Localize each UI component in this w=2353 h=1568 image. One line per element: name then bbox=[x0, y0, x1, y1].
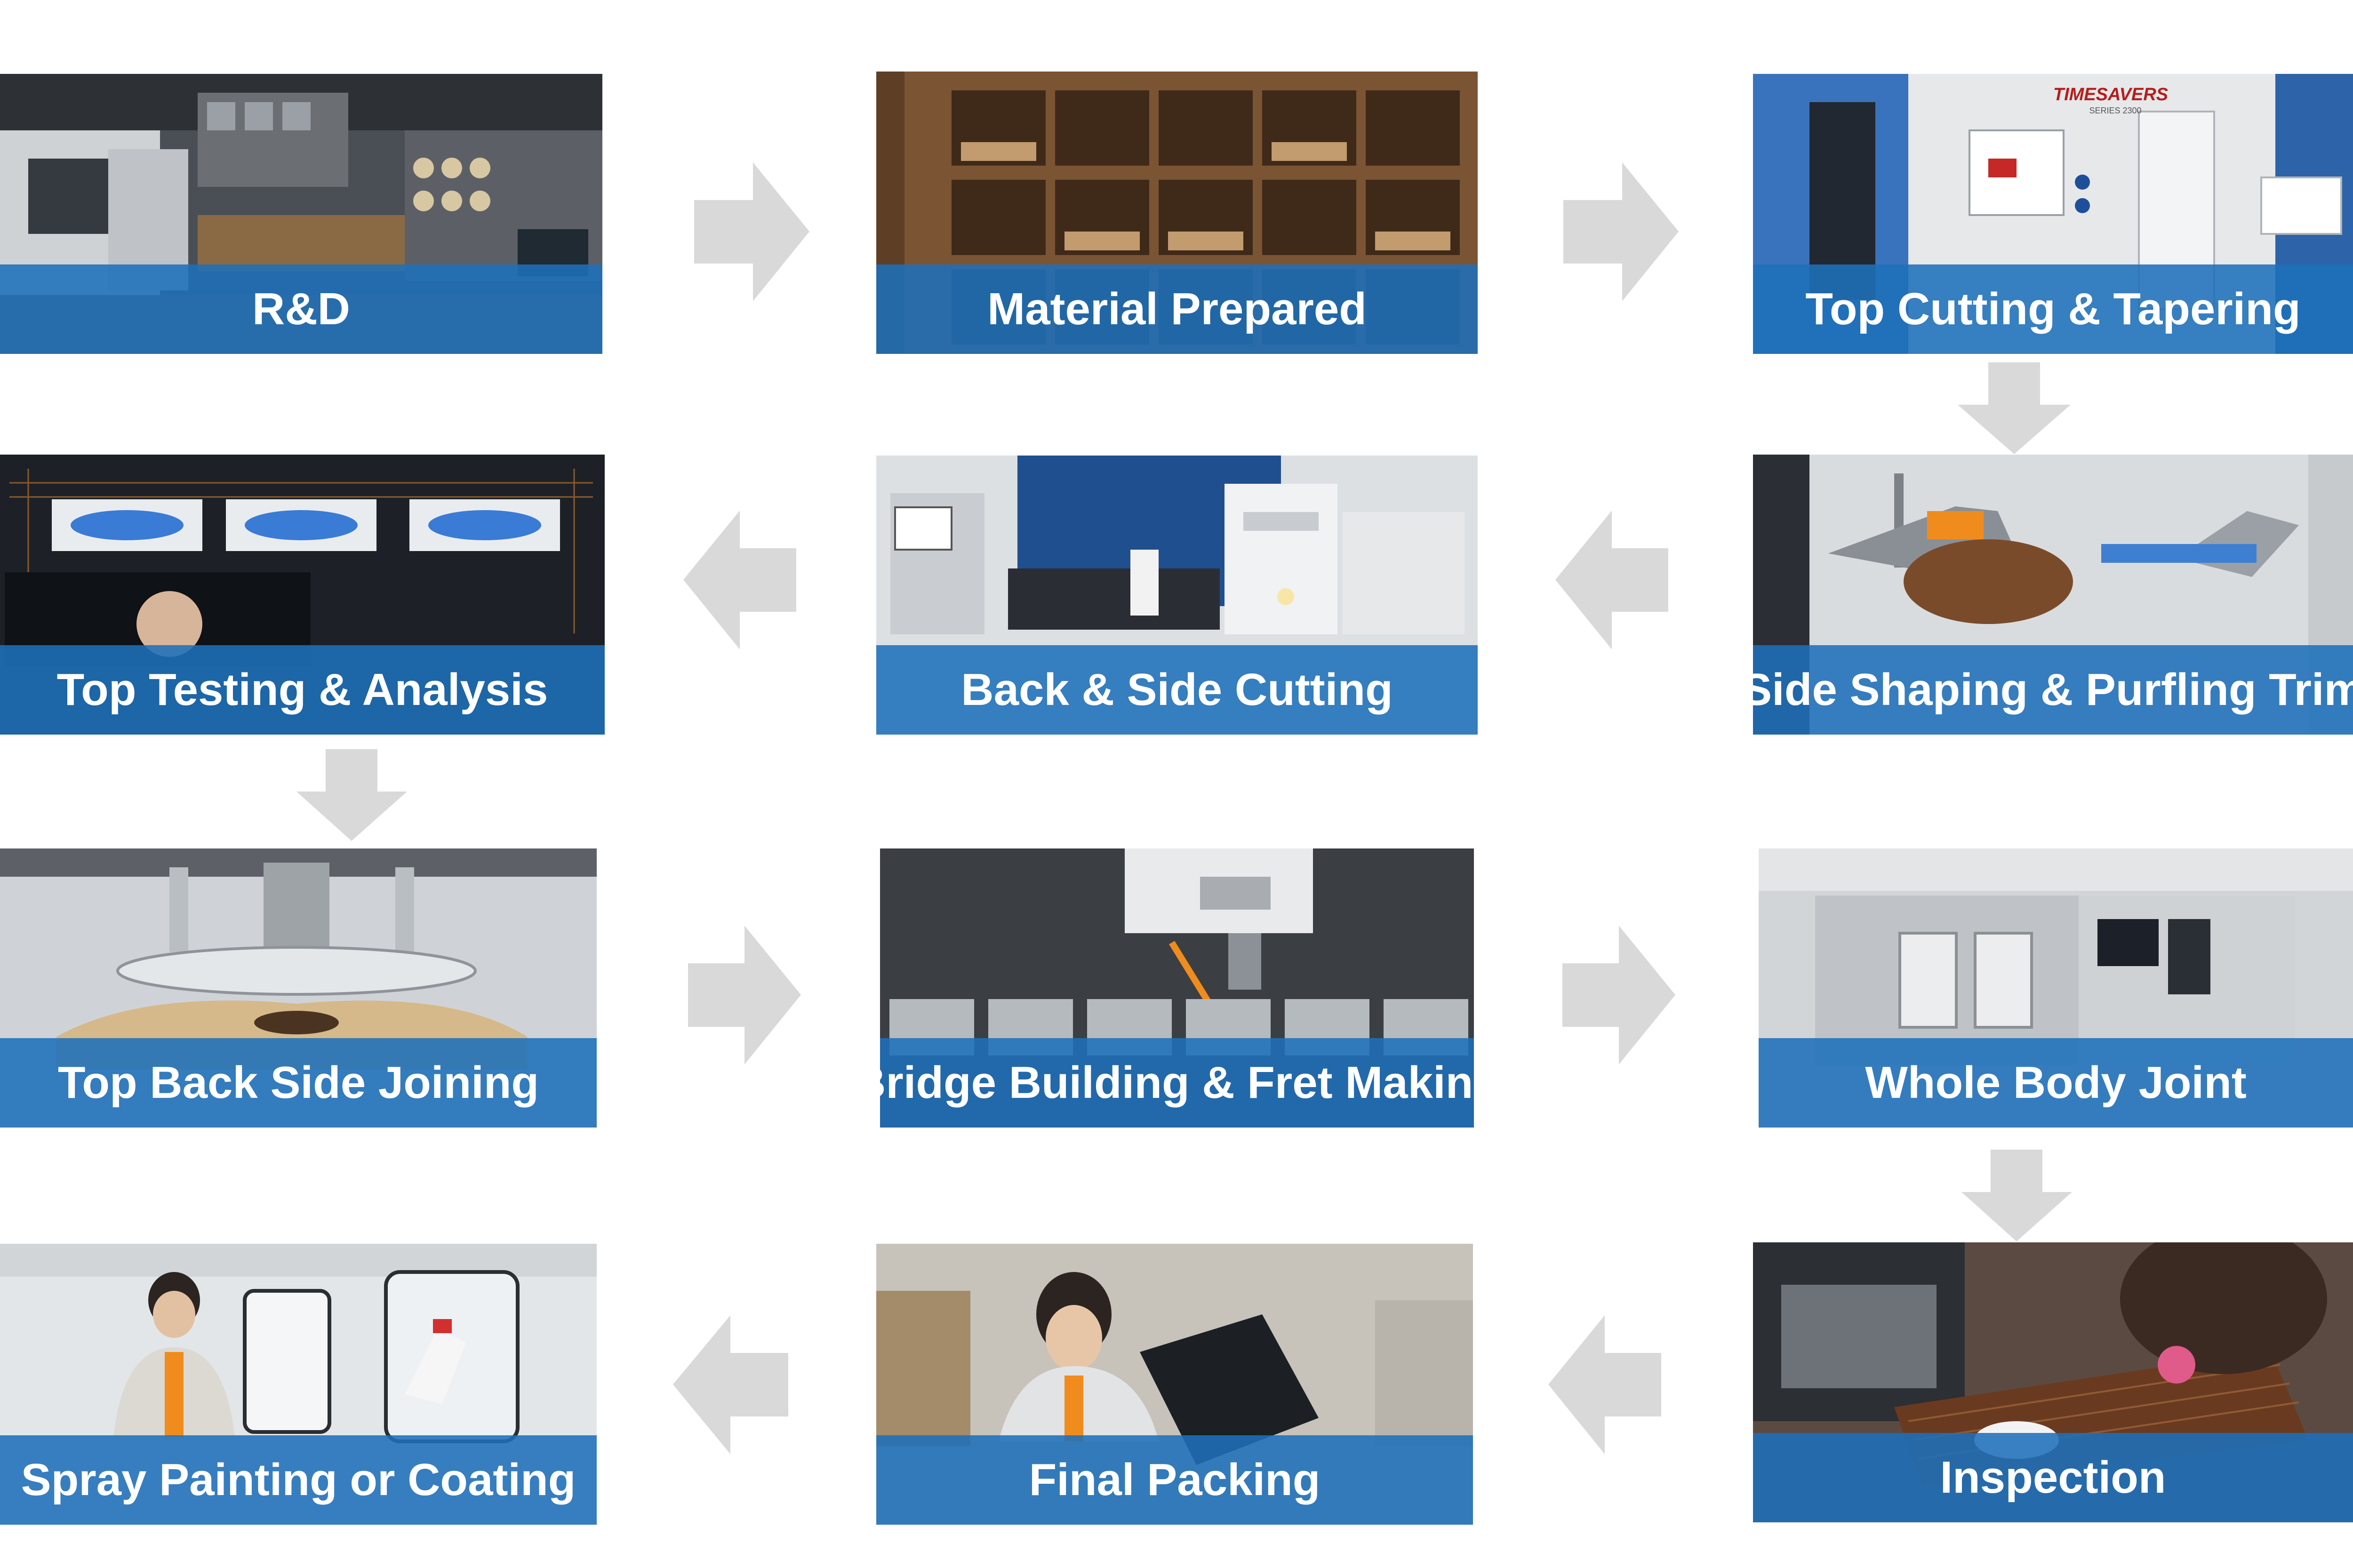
arrow-left-icon bbox=[1548, 1315, 1661, 1454]
machine-series-text: SERIES 2300 bbox=[2089, 106, 2141, 115]
caption-bar: Inspection bbox=[1753, 1433, 2353, 1522]
step-card-top-cutting-tapering: TIMESAVERS SERIES 2300 Top Cutting & Tap… bbox=[1753, 74, 2353, 354]
caption-bar: Top Back Side Joining bbox=[0, 1038, 597, 1128]
step-card-inspection: Inspection bbox=[1753, 1242, 2353, 1522]
step-label: Spray Painting or Coating bbox=[21, 1455, 576, 1505]
step-card-material-prepared: Material Prepared bbox=[876, 72, 1478, 354]
caption-bar: Whole Body Joint bbox=[1759, 1038, 2353, 1128]
step-label: Inspection bbox=[1940, 1452, 2166, 1503]
caption-bar: R&D bbox=[0, 264, 602, 354]
arrow-right-icon bbox=[688, 926, 801, 1064]
step-card-back-side-cutting: Back & Side Cutting bbox=[876, 456, 1478, 735]
caption-bar: Back & Side Cutting bbox=[876, 645, 1478, 735]
arrow-left-icon bbox=[1555, 511, 1668, 649]
arrow-down-icon bbox=[1958, 362, 2071, 454]
arrow-down-icon bbox=[1961, 1150, 2072, 1241]
caption-bar: Material Prepared bbox=[876, 264, 1478, 354]
cnc-workstation-photo bbox=[876, 456, 1478, 735]
machine-brand-text: TIMESAVERS bbox=[2053, 85, 2168, 104]
caption-bar: Final Packing bbox=[876, 1435, 1473, 1525]
arrow-right-icon bbox=[1563, 162, 1679, 301]
arrow-down-icon bbox=[296, 749, 407, 841]
caption-bar: Side Shaping & Purfling Trim bbox=[1753, 645, 2353, 735]
arrow-left-icon bbox=[673, 1315, 788, 1454]
caption-bar: Top Testing & Analysis bbox=[0, 645, 605, 735]
step-label: Side Shaping & Purfling Trim bbox=[1753, 664, 2353, 715]
step-card-rd: R&D bbox=[0, 74, 602, 354]
step-label: Top Cutting & Tapering bbox=[1805, 284, 2301, 334]
caption-bar: Spray Painting or Coating bbox=[0, 1435, 597, 1525]
step-card-final-packing: Final Packing bbox=[876, 1244, 1473, 1525]
caption-bar: Bridge Building & Fret Making bbox=[880, 1038, 1474, 1128]
caption-bar: Top Cutting & Tapering bbox=[1753, 264, 2353, 354]
step-label: Top Back Side Joining bbox=[57, 1057, 539, 1108]
step-card-top-back-side-joining: Top Back Side Joining bbox=[0, 848, 597, 1128]
step-card-bridge-fret: Bridge Building & Fret Making bbox=[880, 848, 1474, 1128]
step-label: Back & Side Cutting bbox=[961, 664, 1393, 715]
step-card-side-shaping-purfling: Side Shaping & Purfling Trim bbox=[1753, 455, 2353, 735]
step-label: Material Prepared bbox=[987, 284, 1367, 334]
step-label: Whole Body Joint bbox=[1865, 1057, 2247, 1108]
step-label: Bridge Building & Fret Making bbox=[880, 1057, 1474, 1108]
step-label: Top Testing & Analysis bbox=[56, 664, 548, 715]
step-card-top-testing-analysis: Top Testing & Analysis bbox=[0, 455, 605, 735]
step-label: Final Packing bbox=[1029, 1455, 1321, 1505]
arrow-right-icon bbox=[694, 162, 809, 301]
arrow-right-icon bbox=[1562, 926, 1675, 1064]
step-label: R&D bbox=[252, 284, 350, 334]
step-card-spray-painting: Spray Painting or Coating bbox=[0, 1244, 597, 1525]
arrow-left-icon bbox=[683, 511, 796, 649]
step-card-whole-body-joint: Whole Body Joint bbox=[1759, 848, 2353, 1128]
